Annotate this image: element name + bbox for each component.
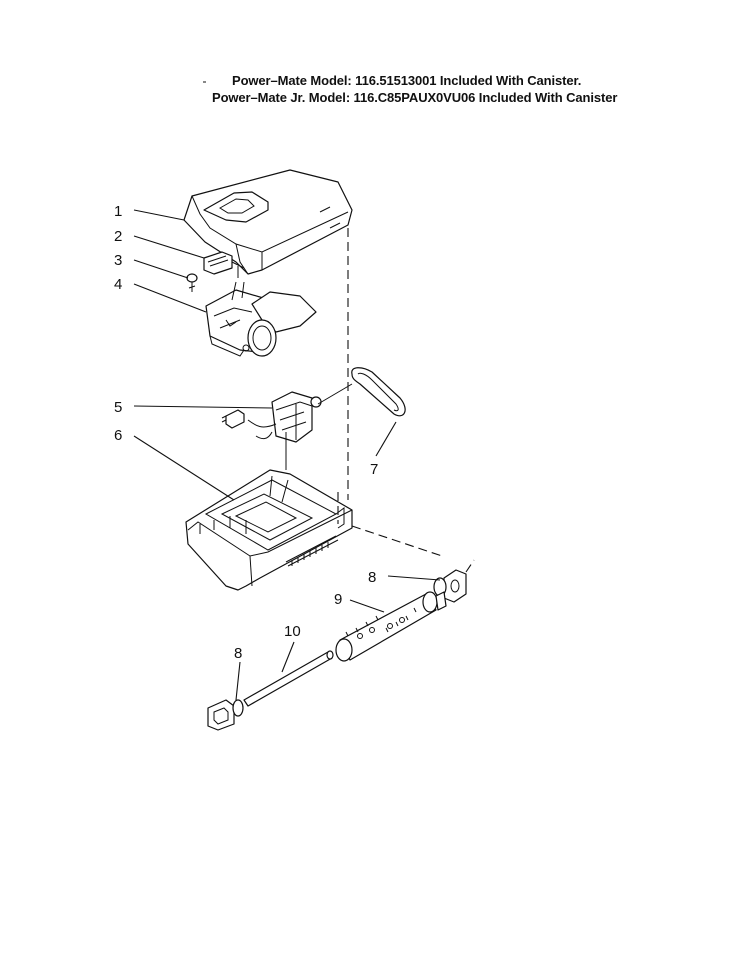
- part-6-base[interactable]: [185, 469, 353, 591]
- callout-5: 5: [114, 399, 122, 416]
- part-8-end-cap-right[interactable]: [433, 569, 467, 603]
- part-4-motor-housing[interactable]: [205, 289, 317, 357]
- callout-1: 1: [114, 203, 122, 220]
- diagram-title-line-2: Power–Mate Jr. Model: 116.C85PAUX0VU06 I…: [212, 90, 618, 105]
- callout-8-lower: 8: [234, 645, 242, 662]
- callout-labels: 1 2 3 4 5 6 7 8 9 10 8: [114, 203, 378, 662]
- diagram-title-line-1: Power–Mate Model: 116.51513001 Included …: [232, 73, 582, 88]
- callout-2: 2: [114, 228, 122, 245]
- callout-10: 10: [284, 623, 301, 640]
- assembly-guide-lines: [231, 228, 475, 573]
- leader-lines: [133, 209, 441, 701]
- part-5-motor[interactable]: [221, 391, 322, 443]
- callout-7: 7: [370, 461, 378, 478]
- part-2-switch[interactable]: [203, 251, 245, 278]
- part-9-brush-roll[interactable]: [335, 591, 447, 662]
- callout-9: 9: [334, 591, 342, 608]
- callout-4: 4: [114, 276, 122, 293]
- callout-6: 6: [114, 427, 122, 444]
- part-7-belt[interactable]: [351, 367, 406, 417]
- callout-3: 3: [114, 252, 122, 269]
- part-1-top-cover[interactable]: [183, 169, 353, 275]
- part-10-shaft[interactable]: [243, 650, 334, 707]
- part-3-screw[interactable]: [186, 273, 198, 292]
- callout-8-upper: 8: [368, 569, 376, 586]
- part-8-end-cap-left[interactable]: [207, 699, 244, 731]
